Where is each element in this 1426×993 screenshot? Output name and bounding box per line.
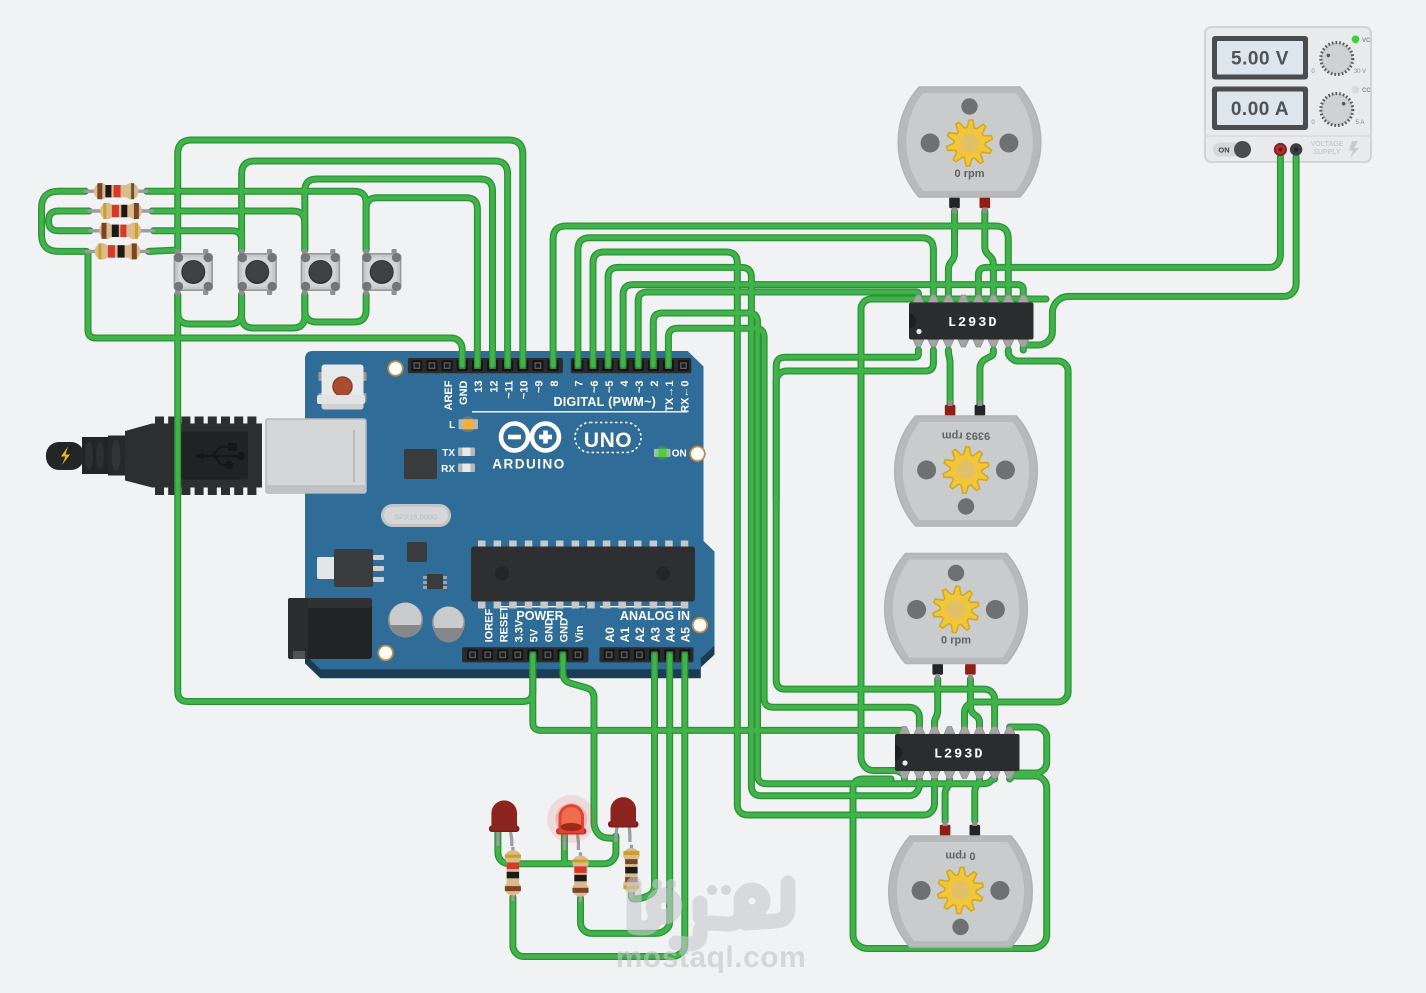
svg-text:30 V: 30 V bbox=[1354, 69, 1366, 75]
svg-text:L293D: L293D bbox=[934, 748, 985, 763]
svg-text:12: 12 bbox=[488, 381, 500, 393]
svg-text:DIGITAL (PWM~): DIGITAL (PWM~) bbox=[553, 395, 656, 409]
svg-text:5.00 V: 5.00 V bbox=[1231, 49, 1289, 70]
svg-text:ANALOG IN: ANALOG IN bbox=[620, 609, 690, 623]
svg-text:0 rpm: 0 rpm bbox=[945, 850, 975, 862]
svg-text:TX→1: TX→1 bbox=[664, 381, 676, 412]
svg-text:TX: TX bbox=[442, 448, 455, 459]
svg-text:Vin: Vin bbox=[574, 625, 586, 642]
svg-text:A1: A1 bbox=[618, 627, 632, 643]
svg-text:RX: RX bbox=[441, 464, 455, 475]
svg-text:A2: A2 bbox=[633, 627, 647, 643]
svg-text:~5: ~5 bbox=[604, 381, 616, 394]
svg-text:A3: A3 bbox=[648, 627, 662, 643]
svg-text:GND: GND bbox=[544, 618, 556, 643]
svg-text:A0: A0 bbox=[603, 627, 617, 643]
svg-text:VOLTAGE: VOLTAGE bbox=[1311, 141, 1344, 148]
svg-text:~3: ~3 bbox=[634, 381, 646, 394]
svg-text:5V: 5V bbox=[529, 628, 541, 642]
svg-text:ON: ON bbox=[1218, 146, 1229, 155]
svg-text:ARDUINO: ARDUINO bbox=[492, 457, 566, 472]
svg-text:2: 2 bbox=[649, 381, 661, 387]
svg-text:UNO: UNO bbox=[584, 429, 632, 452]
svg-text:0: 0 bbox=[1311, 120, 1315, 126]
svg-text:IOREF: IOREF bbox=[484, 609, 496, 643]
svg-text:9393 rpm: 9393 rpm bbox=[942, 430, 991, 442]
svg-text:SUPPLY: SUPPLY bbox=[1313, 149, 1341, 156]
svg-text:7: 7 bbox=[574, 381, 586, 387]
svg-text:GND: GND bbox=[559, 618, 571, 643]
svg-text:8: 8 bbox=[549, 381, 561, 387]
svg-text:0 rpm: 0 rpm bbox=[941, 634, 971, 646]
svg-text:SPX16.000G: SPX16.000G bbox=[394, 513, 438, 522]
svg-text:GND: GND bbox=[458, 380, 470, 405]
svg-text:VC: VC bbox=[1362, 38, 1371, 44]
svg-text:A5: A5 bbox=[679, 627, 693, 643]
svg-text:~6: ~6 bbox=[589, 381, 601, 394]
svg-text:~11: ~11 bbox=[503, 381, 515, 399]
svg-text:3.3V: 3.3V bbox=[514, 619, 526, 642]
svg-text:0: 0 bbox=[1311, 69, 1315, 75]
svg-text:mostaql.com: mostaql.com bbox=[616, 941, 807, 974]
svg-text:~9: ~9 bbox=[534, 381, 546, 394]
svg-text:13: 13 bbox=[473, 381, 485, 393]
svg-text:~10: ~10 bbox=[519, 381, 531, 400]
svg-text:0.00 A: 0.00 A bbox=[1231, 99, 1289, 120]
svg-text:4: 4 bbox=[619, 380, 631, 387]
svg-text:AREF: AREF bbox=[443, 380, 455, 410]
svg-text:0 rpm: 0 rpm bbox=[955, 168, 985, 180]
svg-text:L293D: L293D bbox=[948, 316, 999, 331]
svg-text:POWER: POWER bbox=[516, 609, 563, 623]
svg-text:RX←0: RX←0 bbox=[679, 381, 691, 413]
svg-text:ON: ON bbox=[672, 448, 687, 459]
svg-text:L: L bbox=[449, 420, 455, 431]
svg-text:A4: A4 bbox=[664, 627, 678, 643]
svg-text:5 A: 5 A bbox=[1356, 120, 1365, 126]
svg-text:RESET: RESET bbox=[499, 605, 511, 642]
svg-text:CC: CC bbox=[1362, 88, 1371, 94]
